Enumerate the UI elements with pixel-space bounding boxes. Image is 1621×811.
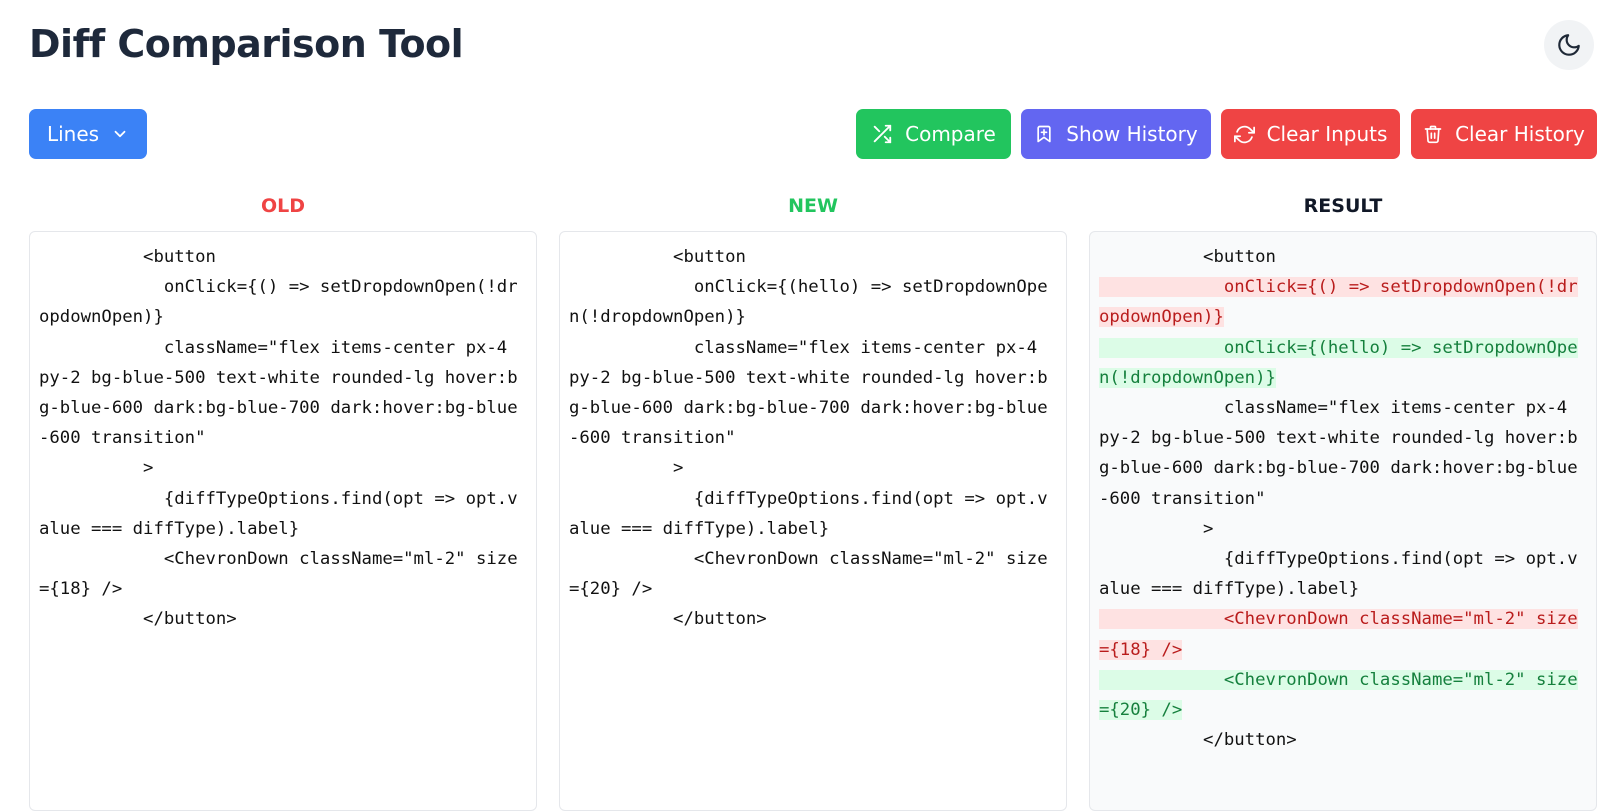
new-text-input[interactable]: <button onClick={(hello) => setDropdownO…	[559, 231, 1067, 811]
old-text-input[interactable]: <button onClick={() => setDropdownOpen(!…	[29, 231, 537, 811]
moon-icon	[1558, 34, 1580, 56]
result-panel: <button onClick={() => setDropdownOpen(!…	[1089, 231, 1597, 811]
diff-segment-unchanged: </button>	[1203, 730, 1297, 751]
trash-icon	[1424, 125, 1442, 144]
diff-segment-added: onClick={(hello) => setDropdownOpen(!dro…	[1099, 337, 1578, 388]
theme-toggle-button[interactable]	[1544, 20, 1594, 70]
page-title: Diff Comparison Tool	[29, 22, 464, 66]
compare-button[interactable]: Compare	[856, 109, 1011, 159]
shuffle-icon	[873, 124, 892, 144]
old-column-title: OLD	[260, 195, 306, 217]
new-code: <button onClick={(hello) => setDropdownO…	[569, 247, 1048, 630]
diff-segment-unchanged: <button	[1203, 247, 1276, 267]
show-history-label: Show History	[1066, 122, 1198, 146]
new-column-title: NEW	[788, 195, 838, 217]
result-code: <button onClick={() => setDropdownOpen(!…	[1099, 242, 1587, 755]
diff-type-dropdown[interactable]: Lines	[29, 109, 147, 159]
diff-segment-added: <ChevronDown className="ml-2" size={20} …	[1099, 669, 1578, 721]
diff-segment-unchanged: className="flex items-center px-4 py-2 b…	[1099, 398, 1578, 600]
diff-type-label: Lines	[46, 122, 100, 146]
clear-history-button[interactable]: Clear History	[1411, 109, 1597, 159]
clear-history-label: Clear History	[1455, 122, 1585, 146]
old-code: <button onClick={() => setDropdownOpen(!…	[39, 247, 518, 630]
compare-label: Compare	[905, 122, 996, 146]
diff-segment-removed: <ChevronDown className="ml-2" size={18} …	[1099, 609, 1578, 660]
diff-segment-removed: onClick={() => setDropdownOpen(!dropdown…	[1099, 277, 1578, 328]
show-history-button[interactable]: Show History	[1021, 109, 1211, 159]
bookmark-plus-icon	[1037, 125, 1051, 143]
refresh-icon	[1233, 125, 1255, 143]
chevron-down-icon	[114, 130, 126, 138]
clear-inputs-label: Clear Inputs	[1266, 122, 1388, 146]
clear-inputs-button[interactable]: Clear Inputs	[1221, 109, 1400, 159]
result-column-title: RESULT	[1303, 195, 1383, 217]
